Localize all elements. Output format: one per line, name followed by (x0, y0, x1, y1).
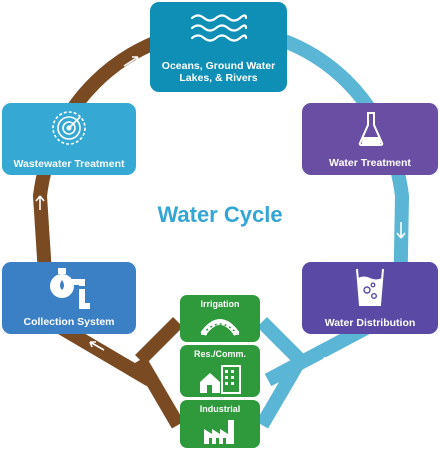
use-res-comm-label: Res./Comm. (193, 349, 246, 359)
flask-icon (358, 112, 384, 146)
stage-wastewater-label: Wastewater Treatment (13, 158, 125, 170)
clean-water-split-top (257, 317, 305, 365)
pipe-valve-icon (50, 268, 90, 309)
use-industrial-box: Industrial (180, 400, 260, 448)
used-water-split-top (135, 317, 183, 365)
stage-source-box: Oceans, Ground Water Lakes, & Rivers (150, 2, 287, 92)
radar-icon (52, 111, 86, 145)
use-irrigation-box: Irrigation (180, 295, 260, 342)
diagram-title: Water Cycle (157, 202, 283, 227)
water-glass-icon (356, 268, 384, 306)
use-irrigation-label: Irrigation (200, 299, 240, 309)
stage-collection-label: Collection System (23, 316, 115, 328)
waves-icon (190, 14, 248, 42)
factory-icon (204, 420, 234, 444)
stage-wastewater-box: Wastewater Treatment (2, 103, 136, 175)
flow-arrow (35, 56, 406, 363)
stage-distribution-label: Water Distribution (324, 317, 416, 329)
stage-treatment-label: Water Treatment (329, 157, 411, 169)
stage-distribution-box: Water Distribution (302, 262, 438, 334)
stage-source-label-line1: Oceans, Ground Water (161, 60, 276, 72)
sprinkler-icon (200, 319, 240, 336)
used-water-split-bottom (133, 356, 185, 429)
clean-water-split-bottom (255, 356, 307, 429)
stage-treatment-box: Water Treatment (302, 103, 438, 175)
stage-source-label-line2: Lakes, & Rivers (179, 72, 258, 84)
use-industrial-label: Industrial (199, 404, 241, 414)
stage-collection-box: Collection System (2, 262, 136, 334)
houses-icon (200, 365, 241, 394)
stage-source-label: Oceans, Ground Water Lakes, & Rivers (150, 60, 287, 84)
use-res-comm-box: Res./Comm. (180, 345, 260, 397)
